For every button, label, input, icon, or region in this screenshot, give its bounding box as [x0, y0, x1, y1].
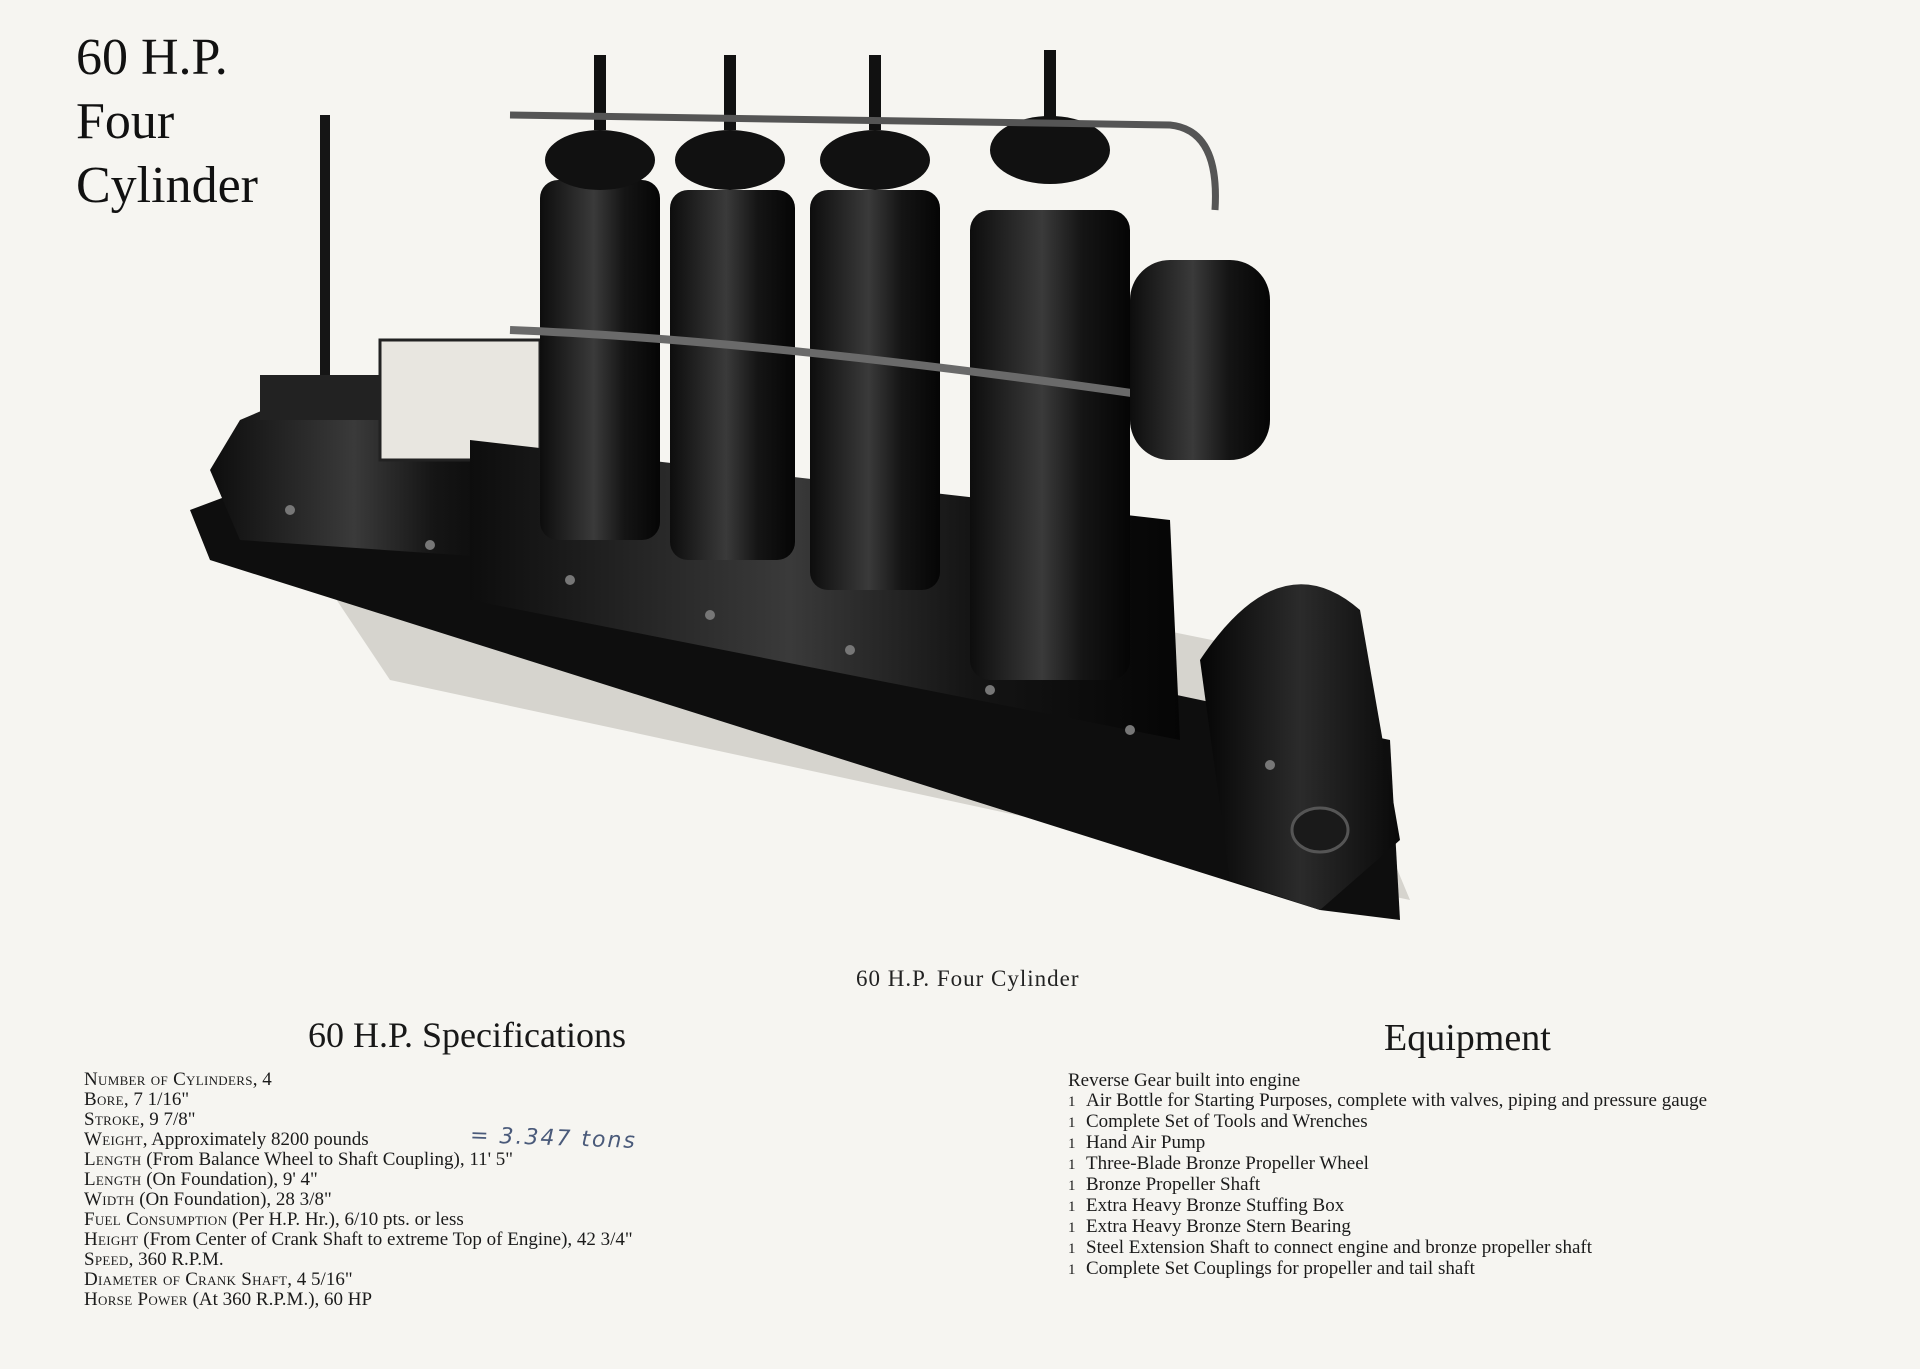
spec-label: Number of Cylinders	[84, 1069, 253, 1090]
equipment-text: Extra Heavy Bronze Stuffing Box	[1086, 1195, 1345, 1216]
equipment-text: Steel Extension Shaft to connect engine …	[1086, 1237, 1592, 1258]
spec-item: Number of Cylinders, 4	[84, 1069, 272, 1090]
cylinders	[540, 50, 1130, 680]
heading-line-3: Cylinder	[76, 157, 258, 214]
equipment-title: Equipment	[1384, 1017, 1551, 1059]
equipment-qty: 1	[1068, 1115, 1076, 1131]
equipment-qty: 1	[1068, 1241, 1076, 1257]
equipment-text: Bronze Propeller Shaft	[1086, 1174, 1261, 1195]
spec-item: Fuel Consumption (Per H.P. Hr.), 6/10 pt…	[84, 1210, 633, 1230]
spec-value: 4 5/16"	[296, 1269, 353, 1290]
equipment-qty: 1	[1068, 1220, 1076, 1236]
spec-value: (From Balance Wheel to Shaft Coupling), …	[146, 1149, 514, 1170]
illustration-caption: 60 H.P. Four Cylinder	[856, 966, 1080, 991]
cylinder-head-1	[545, 130, 655, 190]
spec-value: 7 1/16"	[133, 1089, 190, 1110]
page-heading: 60 H.P. Four Cylinder	[76, 26, 258, 218]
equipment-item: 1 Complete Set of Tools and Wrenches	[1068, 1112, 1707, 1133]
equipment-item: 1 Bronze Propeller Shaft	[1068, 1175, 1707, 1196]
equipment-text: Three-Blade Bronze Propeller Wheel	[1086, 1153, 1369, 1174]
spec-value: (On Foundation), 28 3/8"	[139, 1189, 332, 1210]
spec-item: Diameter of Crank Shaft, 4 5/16"	[84, 1269, 353, 1290]
cylinder-head-2	[675, 130, 785, 190]
spec-label: Speed	[84, 1249, 129, 1270]
heading-line-1: 60 H.P.	[76, 29, 228, 86]
cylinder-3	[810, 190, 940, 590]
spec-value: Approximately 8200 pounds	[151, 1129, 369, 1150]
equipment-text: Air Bottle for Starting Purposes, comple…	[1086, 1090, 1708, 1111]
control-box	[378, 338, 542, 462]
engine-illustration	[190, 50, 1410, 920]
spec-value: (Per H.P. Hr.), 6/10 pts. or less	[232, 1209, 464, 1230]
spec-label: Fuel Consumption	[84, 1209, 228, 1230]
equipment-qty: 1	[1068, 1262, 1076, 1278]
cylinder-2	[670, 190, 795, 560]
equipment-text: Reverse Gear built into engine	[1068, 1070, 1301, 1091]
equipment-item: 1 Three-Blade Bronze Propeller Wheel	[1068, 1154, 1707, 1175]
spec-label: Length	[84, 1169, 142, 1190]
equipment-text: Complete Set of Tools and Wrenches	[1086, 1111, 1368, 1132]
balance-wheel	[1200, 584, 1400, 910]
spec-value: (At 360 R.P.M.), 60 HP	[192, 1289, 373, 1310]
spec-item: Length (On Foundation), 9' 4"	[84, 1170, 633, 1190]
spec-value: 360 R.P.M.	[138, 1249, 224, 1270]
spec-value: (On Foundation), 9' 4"	[146, 1169, 318, 1190]
equipment-item: 1 Extra Heavy Bronze Stuffing Box	[1068, 1196, 1707, 1217]
heading-line-2: Four	[76, 93, 175, 150]
spec-label: Height	[84, 1229, 139, 1250]
spec-item: Height (From Center of Crank Shaft to ex…	[84, 1230, 633, 1250]
spec-label: Weight	[84, 1129, 143, 1150]
equipment-list: Reverse Gear built into engine 1 Air Bottl…	[1068, 1071, 1707, 1280]
cylinder-1	[540, 180, 660, 540]
spec-item: Stroke, 9 7/8"	[84, 1109, 196, 1130]
equipment-item: 1 Hand Air Pump	[1068, 1133, 1707, 1154]
cylinder-head-3	[820, 130, 930, 190]
spec-label: Diameter of Crank Shaft	[84, 1269, 288, 1290]
equipment-qty: 1	[1068, 1199, 1076, 1215]
cylinder-head-4	[990, 116, 1110, 184]
manifold-pipe	[509, 326, 1181, 404]
equipment-item: 1 Steel Extension Shaft to connect engine…	[1068, 1238, 1707, 1259]
cylinder-4	[970, 210, 1130, 680]
equipment-item: 1 Complete Set Couplings for propeller an…	[1068, 1259, 1707, 1280]
spec-label: Stroke	[84, 1109, 140, 1130]
spec-label: Horse Power	[84, 1289, 188, 1310]
air-pipe	[509, 111, 1219, 211]
equipment-text: Hand Air Pump	[1086, 1132, 1206, 1153]
equipment-item: Reverse Gear built into engine	[1068, 1071, 1707, 1091]
spec-item: Speed, 360 R.P.M.	[84, 1249, 224, 1270]
spec-item: Horse Power (At 360 R.P.M.), 60 HP	[84, 1290, 633, 1310]
spec-value: (From Center of Crank Shaft to extreme T…	[143, 1229, 633, 1250]
spec-value: 4	[262, 1069, 272, 1090]
specifications-title: 60 H.P. Specifications	[308, 1015, 626, 1055]
base-bolts	[285, 505, 1275, 770]
equipment-qty: 1	[1068, 1094, 1076, 1110]
equipment-qty: 1	[1068, 1157, 1076, 1173]
equipment-text: Extra Heavy Bronze Stern Bearing	[1086, 1216, 1351, 1237]
equipment-qty: 1	[1068, 1136, 1076, 1152]
equipment-text: Complete Set Couplings for propeller and…	[1086, 1258, 1475, 1279]
spec-item: Width (On Foundation), 28 3/8"	[84, 1190, 633, 1210]
equipment-item: 1 Extra Heavy Bronze Stern Bearing	[1068, 1217, 1707, 1238]
spec-item: Bore, 7 1/16"	[84, 1089, 190, 1110]
spec-item: Weight, Approximately 8200 pounds	[84, 1129, 369, 1150]
spec-item: Length (From Balance Wheel to Shaft Coup…	[84, 1150, 633, 1170]
equipment-item: 1 Air Bottle for Starting Purposes, compl…	[1068, 1091, 1707, 1112]
spec-value: 9 7/8"	[149, 1109, 196, 1130]
spec-label: Width	[84, 1189, 135, 1210]
spec-label: Length	[84, 1149, 142, 1170]
starting-rod	[320, 115, 330, 435]
equipment-qty: 1	[1068, 1178, 1076, 1194]
air-bottle	[1130, 260, 1270, 460]
spec-label: Bore	[84, 1089, 124, 1110]
